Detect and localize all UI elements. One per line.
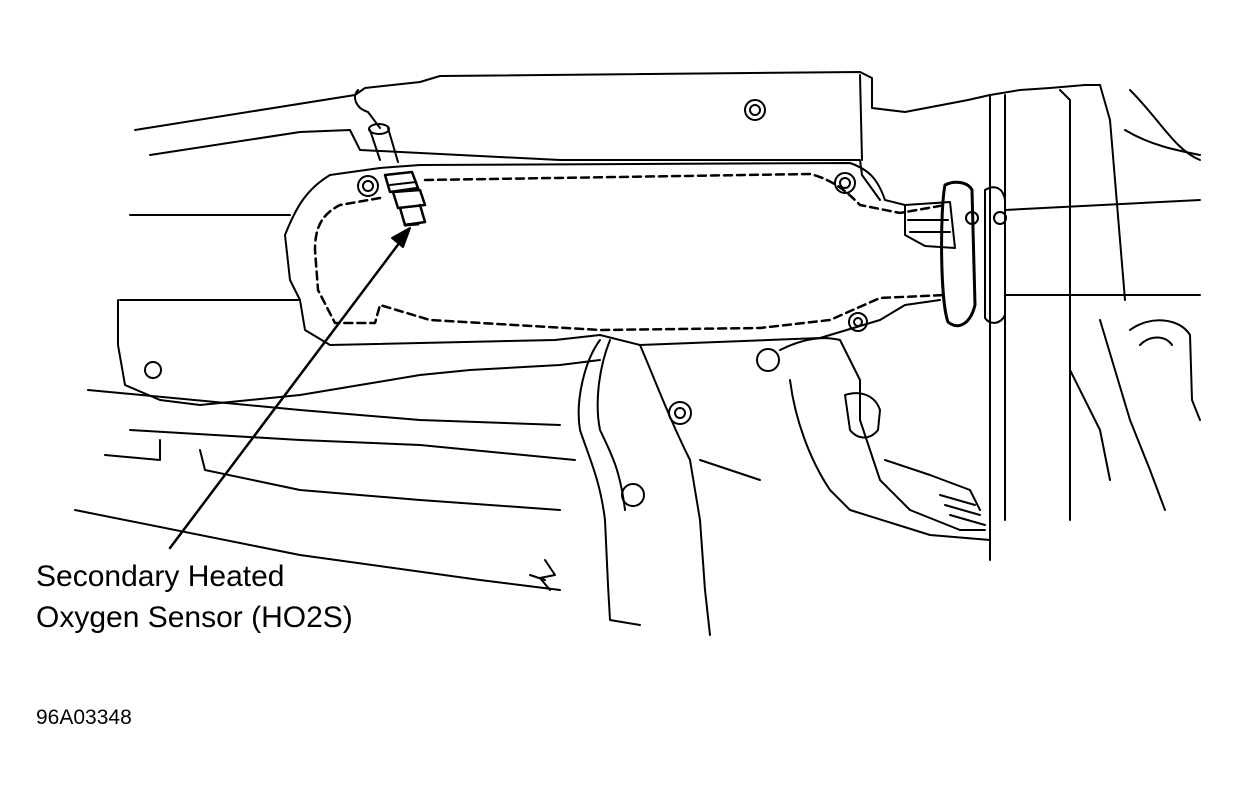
sensor-callout-label: Secondary Heated Oxygen Sensor (HO2S) [36, 556, 353, 638]
oxygen-sensor [368, 123, 427, 227]
lower-frame [74, 214, 601, 591]
outlet-pipe [904, 180, 1201, 328]
heat-shield-outline [284, 162, 941, 346]
center-bracket [577, 339, 761, 636]
callout-line-2: Oxygen Sensor (HO2S) [36, 601, 353, 634]
upper-body-outline [134, 71, 1201, 561]
cable-clip [529, 559, 556, 591]
callout-leader-arrow [168, 227, 411, 550]
figure-id: 96A03348 [36, 706, 132, 729]
right-mount [779, 319, 1201, 541]
callout-line-1: Secondary Heated [36, 560, 285, 593]
converter-dashed-outline [313, 172, 947, 332]
